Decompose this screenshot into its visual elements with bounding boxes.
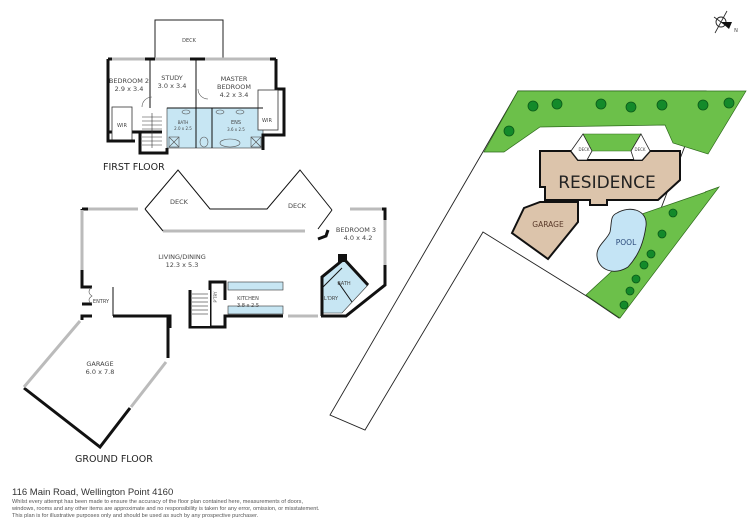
room-label-laundry: L'DRY <box>324 296 339 302</box>
site-label-deck-left: DECK <box>578 147 589 152</box>
north-arrow-icon: N <box>713 10 738 34</box>
room-label-master-bedroom: MASTER <box>221 75 248 83</box>
floor-title-ground: GROUND FLOOR <box>75 454 153 465</box>
room-label-kitchen: KITCHEN <box>237 296 259 302</box>
room-label-ens: ENS <box>231 120 241 126</box>
room-label-master-bedroom-2: BEDROOM <box>217 83 251 91</box>
site-plan: DECK DECK RESIDENCE GARAGE POOL <box>329 90 747 431</box>
room-size-garage: 6.0 x 7.8 <box>86 368 115 376</box>
room-size-study: 3.0 x 3.4 <box>158 82 187 90</box>
room-label-wir-1: WIR <box>117 123 127 129</box>
room-size-bedroom-2: 2.9 x 3.4 <box>115 85 144 93</box>
disclaimer: Whilst every attempt has been made to en… <box>12 499 572 520</box>
room-label-bath: BATH <box>178 120 189 125</box>
room-size-bath: 2.0 x 2.5 <box>174 126 192 131</box>
disclaimer-line: Whilst every attempt has been made to en… <box>12 499 304 505</box>
room-label-bath-ground: BATH <box>337 281 351 287</box>
room-size-kitchen: 3.8 x 2.5 <box>237 303 259 309</box>
room-label-study: STUDY <box>161 74 183 82</box>
disclaimer-line: windows, rooms and any other items are a… <box>12 506 320 512</box>
site-label-pool: POOL <box>616 238 637 247</box>
site-label-deck-right: DECK <box>634 147 645 152</box>
room-size-living-dining: 12.3 x 5.3 <box>166 261 199 269</box>
room-label-bedroom-2: BEDROOM 2 <box>109 77 149 85</box>
room-label-bedroom-3: BEDROOM 3 <box>336 226 376 234</box>
room-label-deck: DECK <box>182 38 197 44</box>
plan-footer: 116 Main Road, Wellington Point 4160 Whi… <box>12 487 572 520</box>
disclaimer-line: This plan is for illustrative purposes o… <box>12 513 259 519</box>
floor-title-first: FIRST FLOOR <box>103 162 165 173</box>
room-label-living-dining: LIVING/DINING <box>158 253 206 261</box>
room-size-master-bedroom: 4.2 x 3.4 <box>220 91 249 99</box>
room-label-entry: ENTRY <box>93 299 110 305</box>
room-size-ens: 3.6 x 2.5 <box>227 127 245 132</box>
room-label-deck-1: DECK <box>170 198 189 206</box>
north-label: N <box>734 28 738 34</box>
site-label-garage: GARAGE <box>532 220 564 229</box>
room-label-garage: GARAGE <box>86 360 113 368</box>
property-address: 116 Main Road, Wellington Point 4160 <box>12 487 174 498</box>
site-label-residence: RESIDENCE <box>558 173 656 193</box>
room-size-bedroom-3: 4.0 x 4.2 <box>344 234 373 242</box>
tree-icons <box>503 97 735 310</box>
room-label-deck-2: DECK <box>288 202 307 210</box>
room-label-wir-2: WIR <box>262 118 272 124</box>
first-floor-plan: DECK <box>103 19 286 181</box>
room-label-pantry: P'TRY <box>213 291 218 302</box>
ground-floor-plan: DECK DECK BATH L'DRY <box>22 169 387 465</box>
